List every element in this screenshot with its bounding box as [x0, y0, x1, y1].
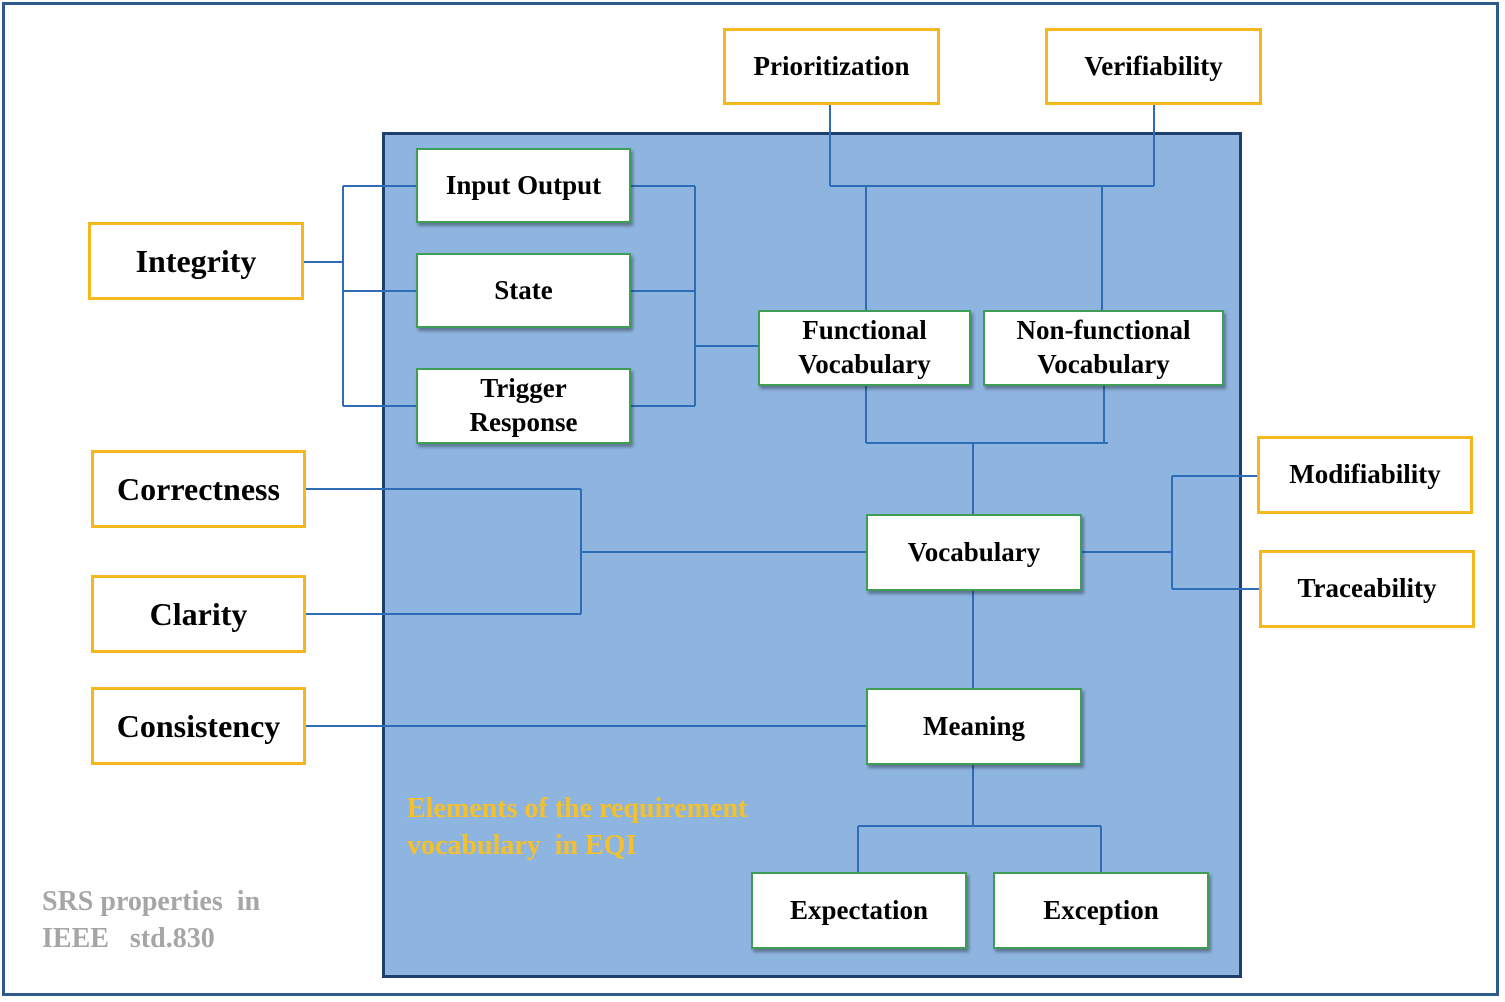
expectation-label: Expectation [790, 894, 928, 925]
traceability-label: Traceability [1297, 573, 1437, 604]
state-label: State [494, 274, 553, 305]
clarity-label: Clarity [149, 596, 248, 632]
prioritization-label: Prioritization [753, 50, 910, 81]
prioritization-box: Prioritization [723, 28, 940, 105]
consistency-box: Consistency [91, 687, 306, 765]
correctness-box: Correctness [91, 450, 306, 528]
trigger-response-box: Trigger Response [416, 368, 631, 444]
connector-modifiability-traceability [1080, 475, 1260, 590]
correctness-label: Correctness [117, 471, 280, 507]
nonfunctional-vocabulary-box: Non-functional Vocabulary [983, 310, 1224, 386]
integrity-label: Integrity [135, 243, 257, 279]
connector-correctness-clarity [304, 488, 868, 615]
modifiability-box: Modifiability [1257, 436, 1473, 514]
trigger-response-label: Trigger Response [469, 373, 578, 437]
connector-top-group [829, 104, 1155, 312]
verifiability-label: Verifiability [1084, 50, 1223, 81]
state-box: State [416, 253, 631, 328]
integrity-box: Integrity [88, 222, 304, 300]
traceability-box: Traceability [1259, 550, 1475, 628]
connector-meaning-children [857, 764, 1102, 874]
meaning-label: Meaning [922, 710, 1025, 741]
input-output-box: Input Output [416, 148, 631, 223]
functional-vocabulary-label: Functional Vocabulary [798, 315, 931, 379]
functional-vocabulary-box: Functional Vocabulary [758, 310, 971, 386]
clarity-box: Clarity [91, 575, 306, 653]
eqi-caption: Elements of the requirement vocabulary i… [407, 793, 748, 861]
ieee-caption: SRS properties in IEEE std.830 [42, 886, 261, 954]
connector-input-group [630, 185, 760, 407]
input-output-label: Input Output [445, 169, 602, 200]
meaning-box: Meaning [866, 688, 1082, 765]
verifiability-box: Verifiability [1045, 28, 1262, 105]
vocabulary-box: Vocabulary [866, 514, 1082, 591]
exception-label: Exception [1043, 894, 1159, 925]
expectation-box: Expectation [751, 872, 967, 949]
modifiability-label: Modifiability [1289, 459, 1441, 490]
connector-vocab-group [865, 384, 1108, 516]
consistency-label: Consistency [116, 708, 281, 744]
vocabulary-label: Vocabulary [907, 536, 1041, 567]
nonfunctional-vocabulary-label: Non-functional Vocabulary [1016, 315, 1191, 379]
connector-integrity [302, 185, 418, 407]
exception-box: Exception [993, 872, 1209, 949]
